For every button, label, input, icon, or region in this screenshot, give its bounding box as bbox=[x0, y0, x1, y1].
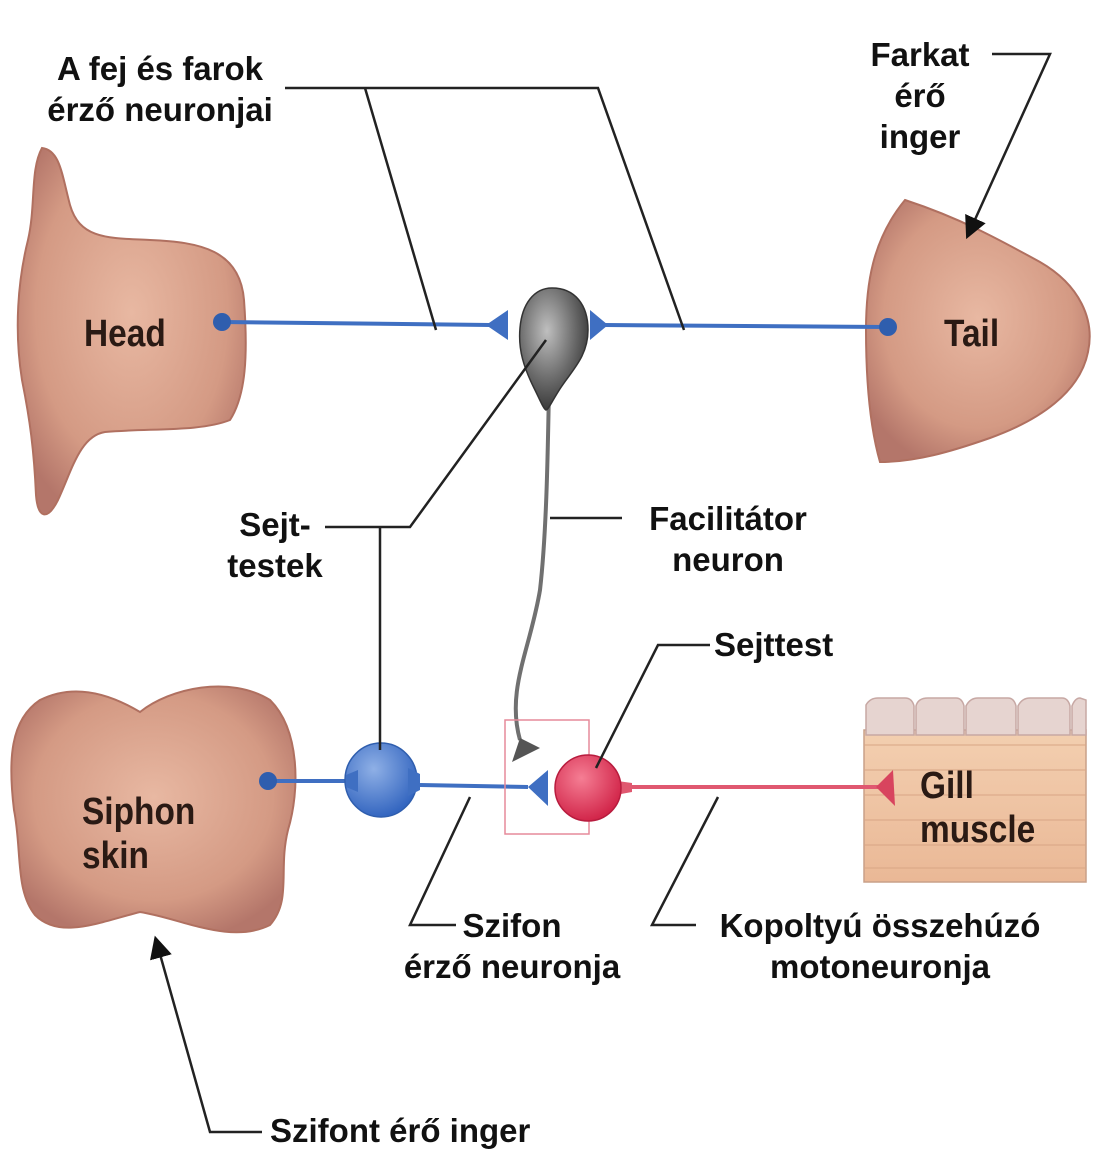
gill-muscle-label: Gill muscle bbox=[920, 765, 1036, 851]
tail-sensory-neuron bbox=[590, 310, 897, 340]
siphon-stimulus-label: Szifont érő inger bbox=[270, 1112, 531, 1149]
facilitator-label: Facilitátor neuron bbox=[649, 500, 807, 578]
gill-motor-label: Kopoltyú összehúzó motoneuronja bbox=[719, 907, 1041, 985]
head-organ bbox=[16, 146, 247, 516]
siphon-sensory-neuron bbox=[259, 742, 548, 818]
head-sensory-neuron bbox=[213, 310, 508, 340]
tail-organ bbox=[864, 198, 1091, 464]
facilitator-cell-body bbox=[518, 287, 589, 411]
head-label: Head bbox=[84, 313, 166, 355]
gill-motor-neuron bbox=[554, 754, 895, 822]
leader-lines bbox=[150, 52, 1052, 1134]
tail-label: Tail bbox=[944, 313, 1000, 355]
siphon-skin-label: Siphon skin bbox=[82, 791, 196, 877]
siphon-organ bbox=[10, 685, 297, 934]
cell-body-label: Sejttest bbox=[714, 626, 834, 663]
siphon-sensory-label: Szifon érző neuronja bbox=[403, 907, 621, 985]
cell-bodies-label: Sejt- testek bbox=[227, 506, 323, 584]
facilitator-neuron bbox=[512, 287, 589, 762]
gill-organ bbox=[863, 697, 1087, 883]
tail-stimulus-label: Farkat érő inger bbox=[870, 36, 970, 155]
head-tail-sensory-label: A fej és farok érző neuronjai bbox=[47, 50, 273, 128]
motor-cell-body bbox=[554, 754, 622, 822]
